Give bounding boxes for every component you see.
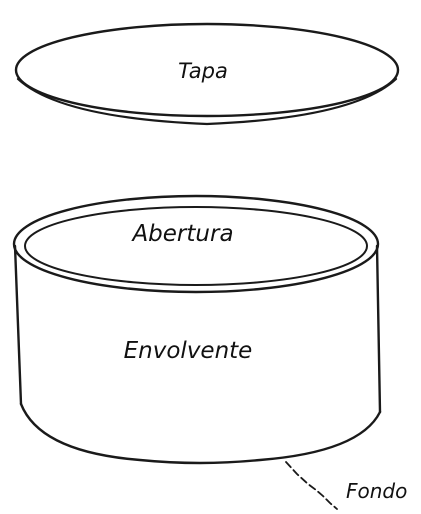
bottom-callout: Fondo — [285, 461, 407, 510]
lid-thickness-edge — [16, 77, 398, 126]
lid-label: Tapa — [178, 59, 228, 83]
bottom-leader-line — [285, 461, 338, 510]
can-bottom-edge — [19, 402, 382, 465]
can-body: Abertura Envolvente — [12, 194, 382, 465]
can-rim-outer — [12, 194, 380, 294]
wall-label: Envolvente — [124, 338, 253, 364]
lid-top-ellipse — [14, 22, 400, 118]
opening-label: Abertura — [130, 221, 233, 247]
can-rim-inner — [24, 206, 368, 286]
lid-part: Tapa — [14, 22, 400, 126]
can-left-wall — [13, 244, 23, 406]
bottom-label: Fondo — [346, 479, 407, 503]
can-right-wall — [375, 244, 382, 414]
